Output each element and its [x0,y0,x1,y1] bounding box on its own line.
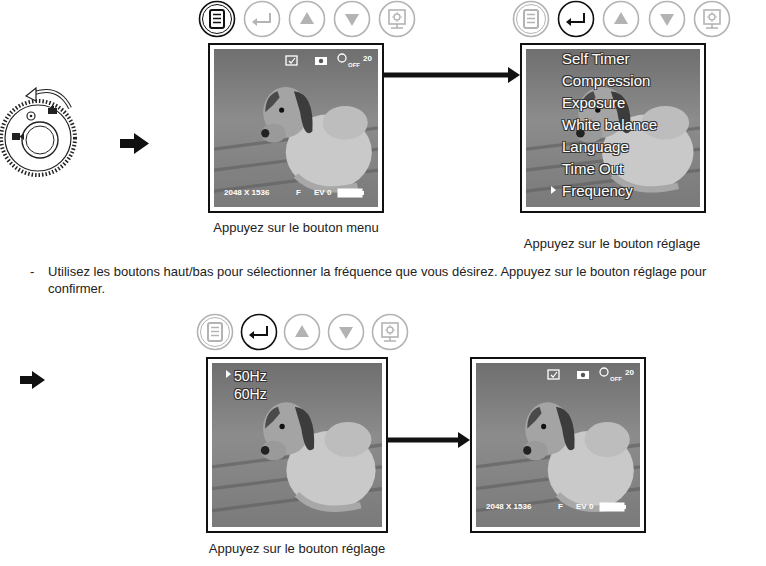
screen-photo [212,363,382,527]
button-row [198,315,408,350]
status-text: F [296,189,301,197]
camera-screen: 50Hz 60Hz [206,357,388,533]
caption: Appuyez sur le bouton réglage [177,540,417,557]
step-arrow [20,371,45,389]
menu-item: White balance [562,117,657,134]
step-arrow [384,67,520,83]
button-row [514,2,730,37]
caption: Appuyez sur le bouton menu [176,219,416,236]
instruction-text: Utilisez les boutons haut/bas pour sélec… [48,263,762,297]
status-text: EV 0 [576,503,593,511]
step-arrow [120,133,149,154]
status-text: 20 [625,369,634,377]
caption: Appuyez sur le bouton réglage [492,235,732,252]
camera-screen: OFF20 2048 X 1536 F EV 0 [208,43,384,213]
mode-dial [1,88,75,175]
status-text: 2048 X 1536 [486,503,531,511]
menu-item: 60Hz [234,387,267,402]
status-text: OFF [610,376,622,382]
menu-item: Exposure [562,95,625,112]
status-text: OFF [348,62,360,68]
selection-marker [226,370,231,378]
selection-marker [551,186,556,194]
status-text: F [558,503,563,511]
status-text: 20 [363,55,372,63]
menu-item: 50Hz [234,369,267,384]
screen-photo [214,49,378,207]
camera-screen: OFF20 2048 X 1536 F EV 0 [470,357,646,533]
button-row [200,2,415,37]
screen-photo [476,363,640,527]
status-text: EV 0 [314,189,331,197]
bullet: - [30,263,42,280]
menu-item: Compression [562,73,650,90]
status-icons [548,368,626,511]
menu-item: Frequency [562,183,633,200]
camera-screen: Self TimerCompressionExposureWhite balan… [520,43,706,213]
screen-photo [526,49,700,207]
menu-item: Language [562,139,629,156]
step-arrow [388,432,470,448]
status-text: 2048 X 1536 [224,189,269,197]
menu-item: Self Timer [562,51,630,68]
menu-item: Time Out [562,161,623,178]
status-icons [286,54,364,197]
